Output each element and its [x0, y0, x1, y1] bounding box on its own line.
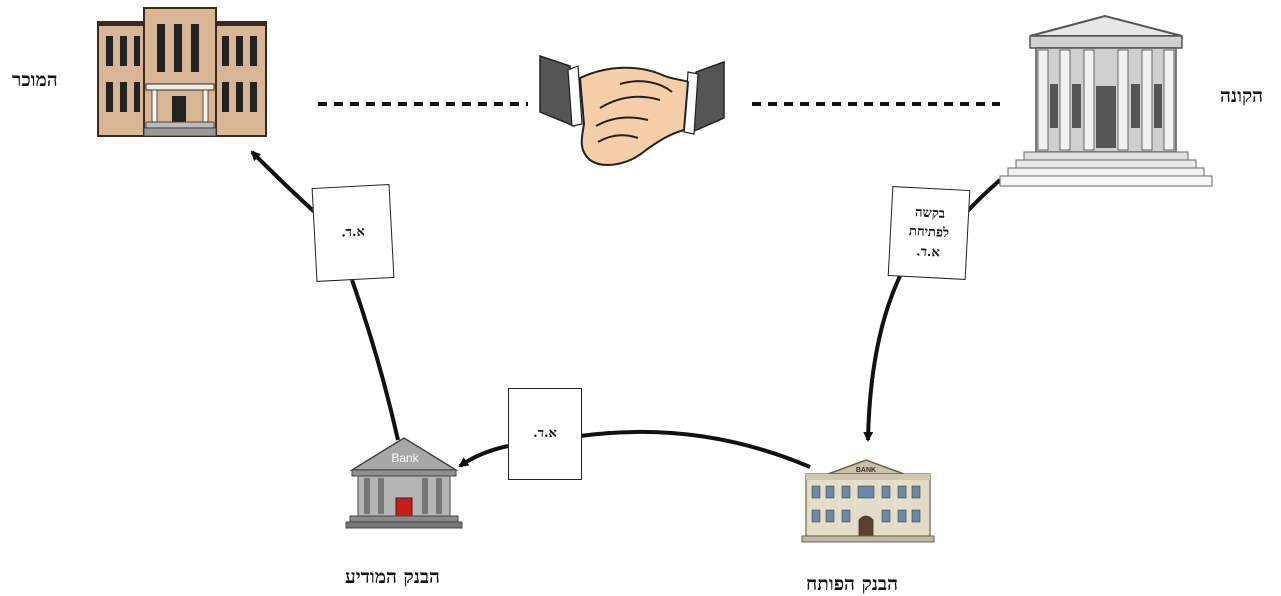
classical-building-icon: [999, 14, 1213, 187]
document-lc-to-advising-text: א.ד.: [533, 426, 557, 442]
building-icon: [97, 7, 267, 137]
document-lc-request-text: בקשה לפתיחת א.ד.: [908, 205, 950, 261]
document-lc-to-seller: א.ד.: [311, 184, 395, 282]
advising-bank-label: הבנק המודיע: [345, 566, 440, 588]
buyer-label: הקונה: [1220, 85, 1264, 107]
bank-building-icon: BANK: [801, 459, 935, 543]
handshake-icon: [539, 54, 725, 166]
bank-icon: Bank: [345, 437, 463, 529]
arrow-issuing-to-advising-bank: [460, 429, 811, 467]
document-lc-to-advising: א.ד.: [508, 388, 582, 480]
bank-sign-issuing: BANK: [856, 467, 876, 474]
bank-sign-advising: Bank: [391, 451, 419, 465]
seller-label: המוכר: [12, 69, 58, 91]
document-lc-to-seller-text: א.ד.: [340, 224, 366, 241]
document-lc-request: בקשה לפתיחת א.ד.: [887, 186, 971, 280]
issuing-bank-label: הבנק הפותח: [806, 573, 899, 595]
